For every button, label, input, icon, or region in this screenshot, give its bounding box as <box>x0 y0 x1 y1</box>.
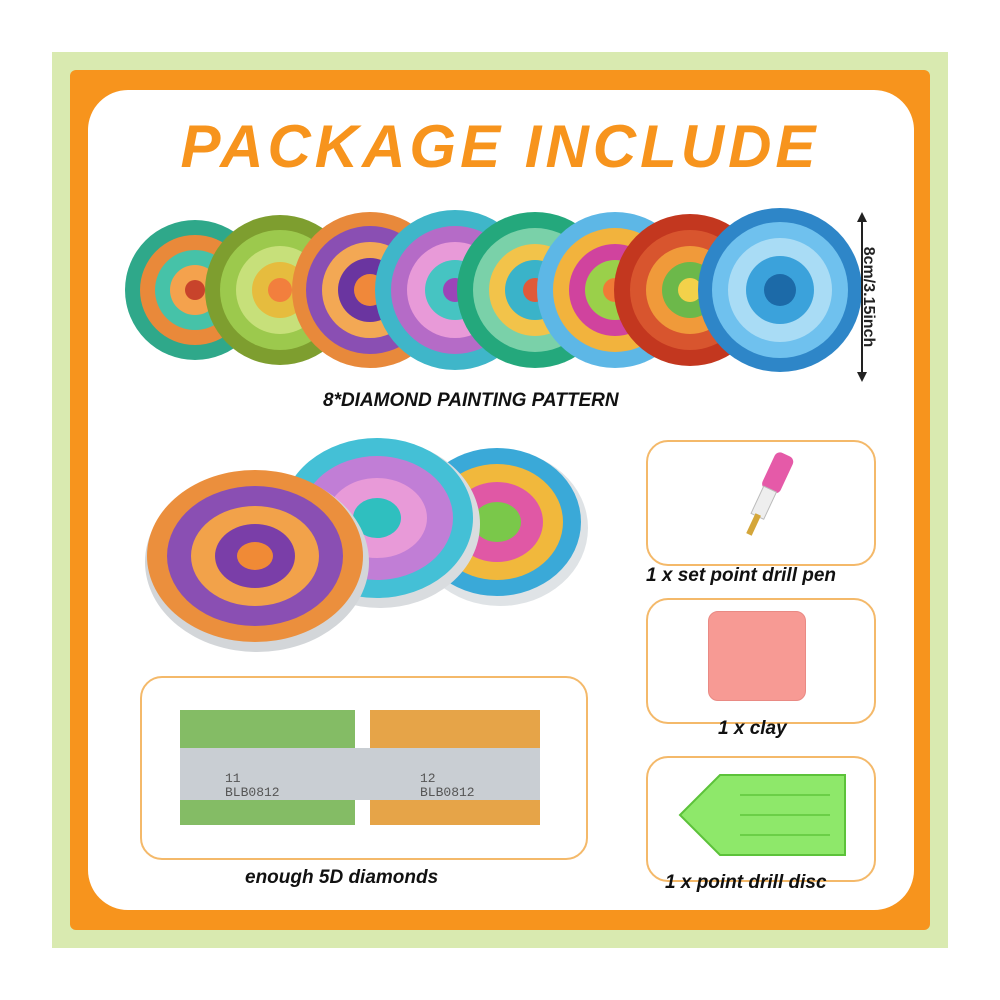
clay-caption: 1 x clay <box>718 718 787 739</box>
drill-pen-icon <box>746 452 794 536</box>
mandala-8 <box>698 208 862 372</box>
pen-caption: 1 x set point drill pen <box>646 565 837 586</box>
size-label: 8cm/3.15inch <box>860 246 877 348</box>
diamond-bags-illustration: 11 BLB0812 12 BLB0812 <box>180 710 540 825</box>
coaster-front <box>145 470 369 652</box>
svg-text:12: 12 <box>420 771 436 786</box>
coaster-stack-illustration <box>145 438 588 652</box>
svg-text:BLB0812: BLB0812 <box>420 785 475 800</box>
disc-caption: 1 x point drill disc <box>665 872 827 893</box>
svg-text:11: 11 <box>225 771 241 786</box>
mandala-pattern-row <box>125 208 862 372</box>
patterns-caption: 8*DIAMOND PAINTING PATTERN <box>323 390 619 411</box>
page-title: PACKAGE INCLUDE <box>180 113 820 180</box>
diamonds-caption: enough 5D diamonds <box>245 867 439 888</box>
drill-disc-icon <box>678 774 846 856</box>
svg-text:BLB0812: BLB0812 <box>225 785 280 800</box>
size-dimension-arrow <box>857 212 867 382</box>
clay-icon <box>708 611 806 701</box>
